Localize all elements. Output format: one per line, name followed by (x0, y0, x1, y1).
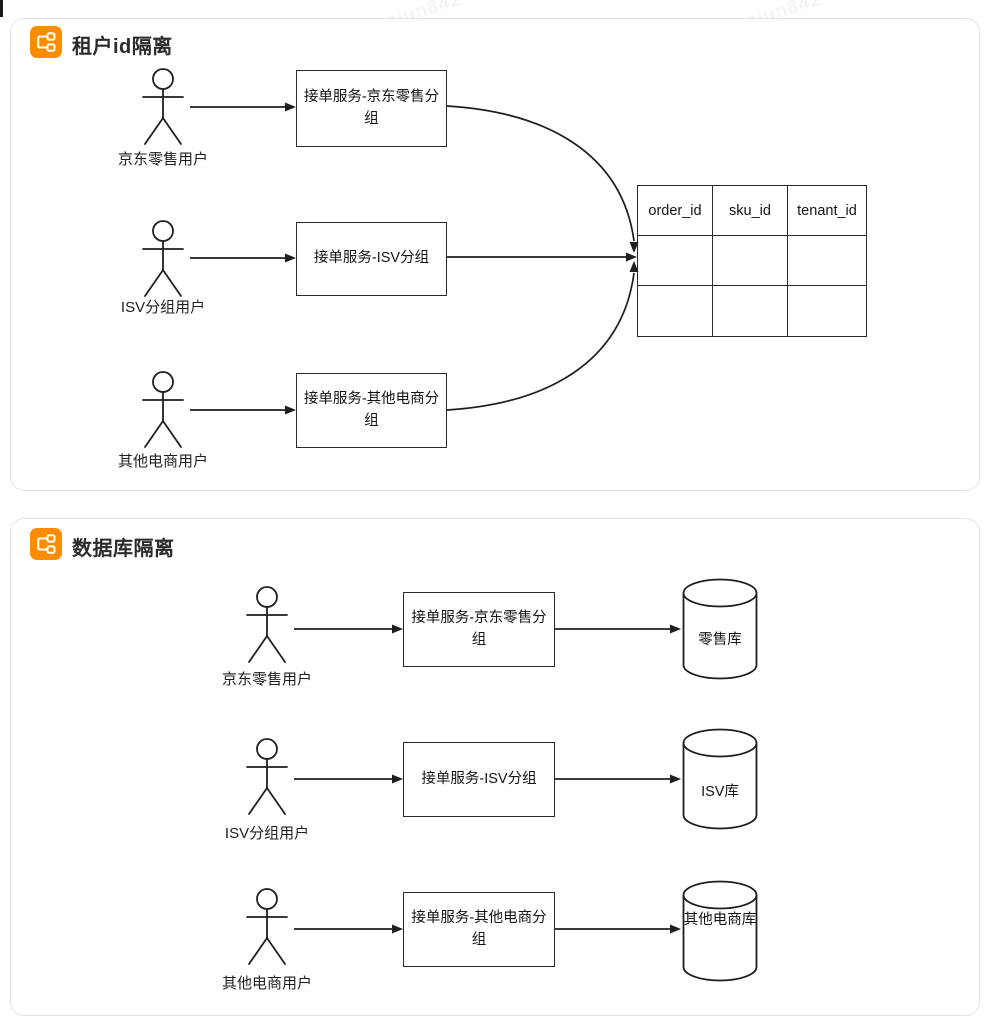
table-empty-cell (713, 236, 788, 286)
actor-isv-group-user (142, 220, 184, 297)
panel-title: 数据库隔离 (72, 538, 175, 560)
table-empty-cell (788, 286, 866, 336)
tenant-table: order_id sku_id tenant_id (637, 185, 867, 337)
actor-label: 其他电商用户 (117, 453, 208, 470)
table-empty-cell (788, 236, 866, 286)
actor-other-ecom-user (246, 888, 288, 965)
actor-label: 其他电商用户 (221, 975, 312, 992)
service-box-isv: 接单服务-ISV分组 (296, 222, 447, 296)
table-header-cell: tenant_id (788, 186, 866, 236)
database-label: 其他电商库 (683, 912, 757, 928)
database-cylinder-other-ecom (682, 880, 758, 982)
service-box-jd-retail: 接单服务-京东零售分组 (403, 592, 555, 667)
table-empty-cell (638, 286, 713, 336)
database-label: 零售库 (698, 632, 742, 648)
service-box-jd-retail: 接单服务-京东零售分组 (296, 70, 447, 147)
service-box-isv: 接单服务-ISV分组 (403, 742, 555, 817)
actor-jd-retail-user (142, 68, 184, 145)
table-empty-cell (638, 236, 713, 286)
table-header-cell: order_id (638, 186, 713, 236)
service-box-other-ecom: 接单服务-其他电商分组 (403, 892, 555, 967)
screen-edge-artifact (0, 0, 3, 17)
database-cylinder-retail (682, 578, 758, 680)
topology-flow-icon (30, 26, 62, 58)
panel-title: 租户id隔离 (72, 36, 173, 58)
database-label: ISV库 (701, 784, 739, 800)
actor-isv-group-user (246, 738, 288, 815)
actor-other-ecom-user (142, 371, 184, 448)
table-header-cell: sku_id (713, 186, 788, 236)
database-cylinder-isv (682, 728, 758, 830)
actor-label: ISV分组用户 (224, 825, 310, 842)
table-empty-cell (713, 286, 788, 336)
actor-label: ISV分组用户 (120, 299, 206, 316)
actor-label: 京东零售用户 (117, 151, 208, 168)
actor-label: 京东零售用户 (221, 671, 312, 688)
actor-jd-retail-user (246, 586, 288, 663)
topology-flow-icon (30, 528, 62, 560)
service-box-other-ecom: 接单服务-其他电商分组 (296, 373, 447, 448)
